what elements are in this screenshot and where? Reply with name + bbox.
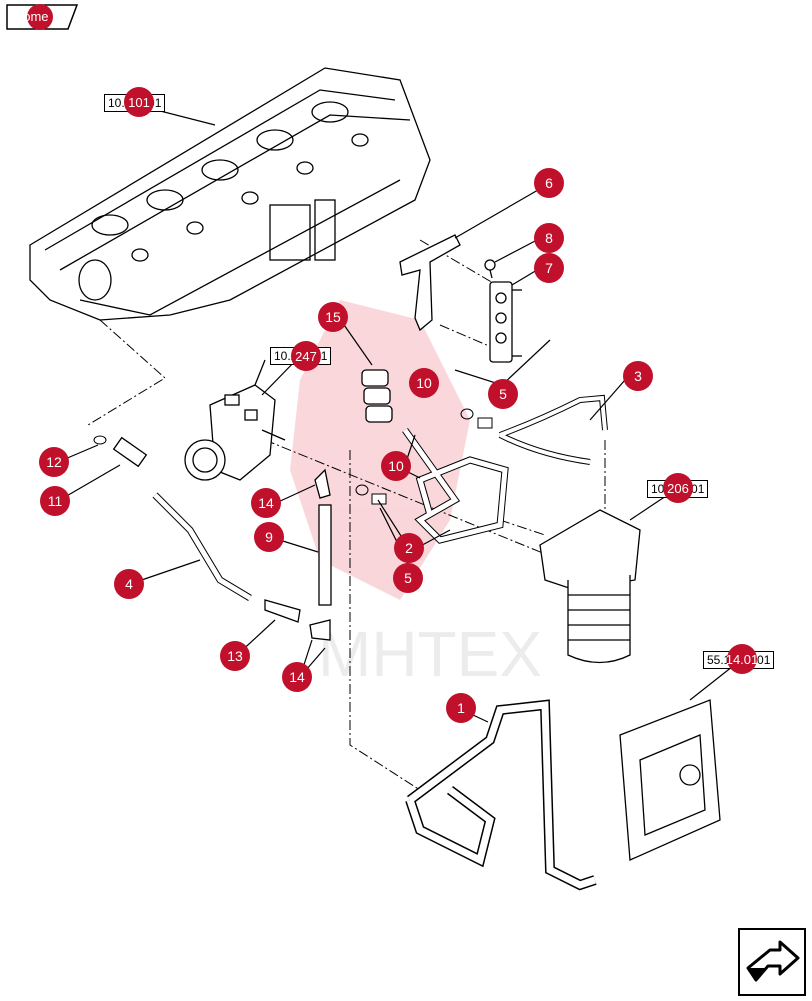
- callout-number: 10: [416, 375, 432, 391]
- ref-text: 10.247.01: [274, 349, 328, 363]
- callout-badge: [220, 641, 250, 671]
- ref-text: 10.206.01: [651, 482, 705, 496]
- callout-number: 11: [48, 493, 63, 509]
- home-tab-shape: [6, 4, 78, 30]
- callout-number: 15: [325, 309, 341, 325]
- callout-badge: [40, 486, 70, 516]
- callout-9[interactable]: 9: [254, 522, 284, 552]
- callout-number: 6: [545, 175, 553, 191]
- callout-14[interactable]: 14: [282, 662, 312, 692]
- callout-number: 1: [457, 700, 465, 716]
- callout-number: 12: [46, 454, 62, 470]
- callout-12[interactable]: 12: [39, 447, 69, 477]
- fuel-pump: [184, 359, 286, 481]
- ref-text: 55.14.01.01: [707, 653, 771, 667]
- callout-10[interactable]: 10: [409, 368, 439, 398]
- callout-1[interactable]: 1: [446, 693, 476, 723]
- callout-badge: [534, 223, 564, 253]
- washer-10-lower: [355, 484, 369, 496]
- tee-13: [264, 599, 301, 623]
- callout-badge: [282, 662, 312, 692]
- bolt-8: [484, 259, 496, 279]
- pipe-9: [318, 504, 332, 606]
- callout-8[interactable]: 8: [534, 223, 564, 253]
- callout-badge: [251, 488, 281, 518]
- ecu-module: [619, 699, 721, 861]
- callout-number: 14: [289, 669, 305, 685]
- callout-3[interactable]: 3: [623, 361, 653, 391]
- cylinder-head: [29, 67, 431, 321]
- callout-6[interactable]: 6: [534, 168, 564, 198]
- callout-5[interactable]: 5: [488, 379, 518, 409]
- ref-text: 10.101.01: [108, 96, 162, 110]
- callout-number: 9: [265, 529, 273, 545]
- elbow-14-upper: [314, 468, 331, 499]
- callout-number: 5: [499, 386, 507, 402]
- callout-15[interactable]: 15: [318, 302, 348, 332]
- callout-badge: [39, 447, 69, 477]
- o-ring-12: [93, 435, 107, 445]
- pipe-1: [405, 699, 597, 891]
- fuel-filter: [539, 509, 641, 664]
- callout-badge: [446, 693, 476, 723]
- callout-badge: [409, 368, 439, 398]
- callout-number: 7: [545, 260, 553, 276]
- callout-number: 10: [388, 458, 404, 474]
- banjo-bolt-5-upper: [477, 417, 493, 429]
- watermark-text: MHTEX: [318, 618, 542, 690]
- next-page-arrow-icon: [738, 928, 806, 996]
- callout-number: 8: [545, 230, 553, 246]
- banjo-bolt-5-lower: [371, 493, 387, 505]
- callout-4[interactable]: 4: [114, 569, 144, 599]
- callout-number: 4: [125, 576, 133, 592]
- callout-14[interactable]: 14: [251, 488, 281, 518]
- fitting-11: [112, 436, 148, 468]
- callout-10[interactable]: 10: [381, 451, 411, 481]
- callout-number: 14: [258, 495, 274, 511]
- callout-number: 3: [634, 368, 642, 384]
- callout-badge: [394, 533, 424, 563]
- ref-label-55-14-01-01[interactable]: 55.14.01.01: [703, 651, 775, 669]
- callout-7[interactable]: 7: [534, 253, 564, 283]
- callout-2[interactable]: 2: [394, 533, 424, 563]
- callout-number: 2: [405, 540, 413, 556]
- callout-number: 13: [227, 648, 243, 664]
- clips-15: [361, 369, 393, 423]
- washer-10-upper: [460, 408, 474, 420]
- callout-group: 6 8 7 15 10 5 3 12 11 14 10 9 2 5 4 13 14 1: [39, 168, 653, 723]
- callout-13[interactable]: 13: [220, 641, 250, 671]
- home-button[interactable]: home: [6, 4, 78, 30]
- callout-badge: [254, 522, 284, 552]
- ref-label-10-206-01[interactable]: 10.206.01: [647, 480, 709, 498]
- callout-11[interactable]: 11: [40, 486, 70, 516]
- home-label: home: [16, 9, 49, 24]
- callout-badge: [381, 451, 411, 481]
- callout-badge: [623, 361, 653, 391]
- callout-badge: [114, 569, 144, 599]
- callout-badge: [534, 168, 564, 198]
- callout-badge: [488, 379, 518, 409]
- callout-number: 5: [404, 570, 412, 586]
- callout-badge: [318, 302, 348, 332]
- callout-badge: [534, 253, 564, 283]
- callout-badge: [393, 563, 423, 593]
- callout-5[interactable]: 5: [393, 563, 423, 593]
- ref-label-10-101-01[interactable]: 10.101.01: [104, 94, 166, 112]
- bracket-6: [399, 234, 461, 332]
- next-page-button[interactable]: [738, 928, 806, 996]
- clamp-block-7: [489, 281, 522, 363]
- ref-label-10-247-01[interactable]: 10.247.01: [270, 347, 332, 365]
- elbow-14-lower: [309, 619, 331, 641]
